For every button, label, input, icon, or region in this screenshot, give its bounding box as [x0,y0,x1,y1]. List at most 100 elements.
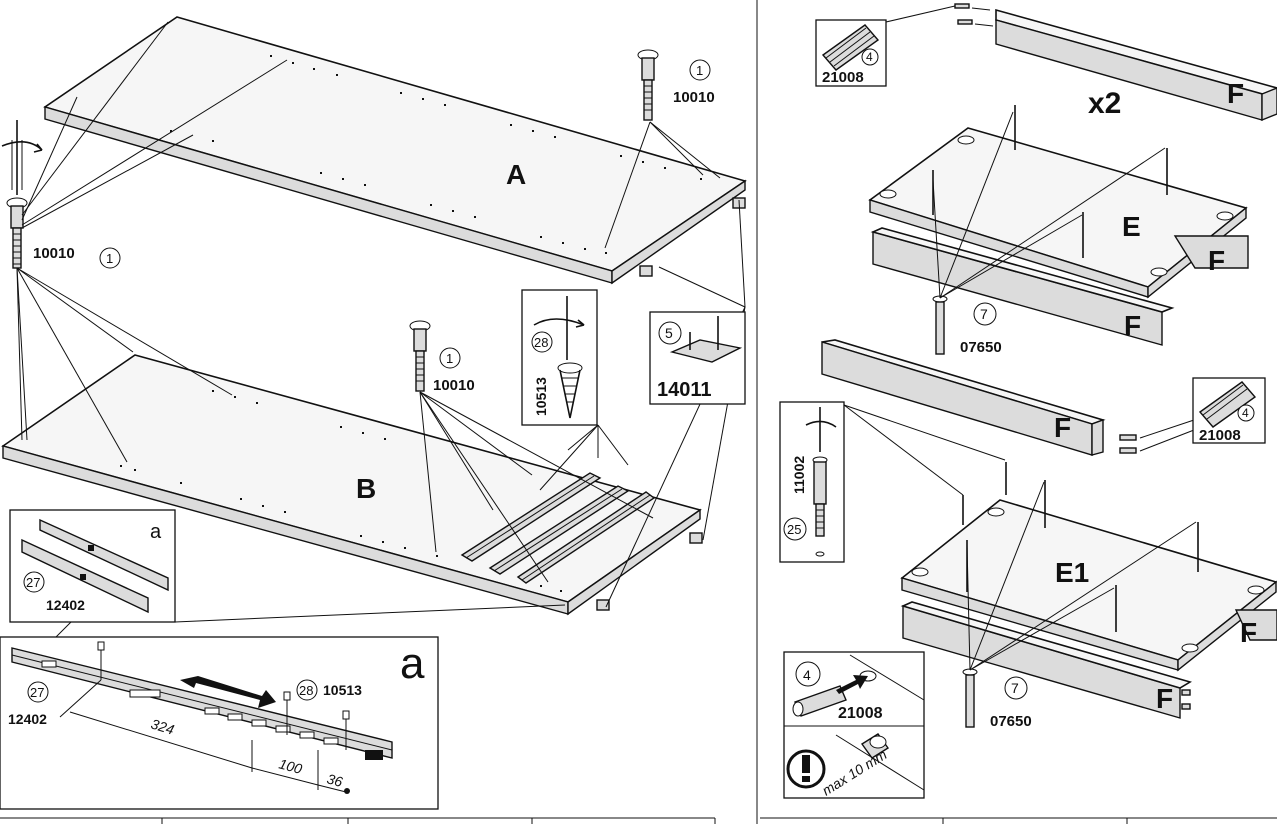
detail-28-code: 10513 [533,377,549,416]
leader-dowel-b [974,23,994,27]
hammer-arrow-icon [836,675,868,694]
bottom-table-strip [0,817,1277,824]
panel-b [1,354,702,616]
dowel-21008-top [821,24,880,71]
rotate-arrow-icon [1,141,43,153]
dowel-cylinder [792,685,847,717]
detail-slide-qty: 27 [26,575,40,590]
slide-pieces [21,518,169,614]
rail-f-e-front [870,227,1175,346]
slide-direction-arrow [180,676,276,708]
panel-a-label: A [506,159,526,190]
pins-e1 [962,462,1199,632]
qty-circle-7-e [973,302,997,326]
rail-f-top [995,8,1277,122]
qty-circle-dowel-detail [795,661,821,687]
slide-detail-qty-slide: 27 [30,685,44,700]
qty-circle-dowel-right [1237,404,1255,422]
qty-circle-27-large [27,681,49,703]
qty-circle-dowel-top [861,48,879,66]
slide-detail-code-slide: 12402 [8,711,47,727]
panel-b-label: B [356,473,376,504]
slide-detail-code-screw: 10513 [323,682,362,698]
pins-e [932,105,1168,258]
screw-qty-e: 7 [980,306,988,322]
panel-a [43,16,747,285]
cam-detail-code: 11002 [791,456,807,494]
dowel-small [957,19,973,25]
detail-14011-qty: 5 [665,325,673,341]
detail-28-qty: 28 [534,335,548,350]
qty-circle-top [689,59,711,81]
board-edge-line-2 [835,734,925,791]
detail-slide-tag: a [150,521,162,543]
dowel-max-depth [860,733,890,759]
cam-detail-qty: 25 [787,522,801,537]
detail-slide-code: 12402 [46,597,85,613]
reference-dot [344,788,350,794]
screw-07650-e [932,295,948,355]
rail-f-e1-back [1234,609,1277,641]
detail-box-10513 [521,289,598,426]
dowel-code-top: 21008 [822,69,864,86]
screw-code-left: 10010 [33,245,75,262]
wood-screw-10513 [557,362,583,419]
rail-label-e1-back: F [1240,617,1257,648]
screw-qty-e1: 7 [1011,680,1019,696]
slide-screws [97,641,350,750]
panel-e-label: E [1122,211,1141,242]
slide-detail-qty-screw: 28 [299,683,313,698]
slide-detail-tag: a [400,639,425,688]
dowel-21008-right [1198,381,1257,428]
rail-label-e-back: F [1208,245,1225,276]
qty-circle-28-large [296,679,318,701]
screw-code-e1: 07650 [990,713,1032,730]
leader-dowel-mid [1139,429,1195,452]
leader-dowel-a [971,7,991,11]
rail-f-e1-front [900,601,1192,719]
slide-rail-large [11,647,393,760]
screw-code-mid: 10010 [433,377,475,394]
qty-circle-28 [531,331,553,353]
qty-circle-25 [783,517,807,541]
screw-qty-mid: 1 [446,351,453,366]
screw-qty-top: 1 [696,63,703,78]
dim-100: 100 [277,755,304,777]
qty-circle-27 [23,571,45,593]
rail-f-e-back [1173,235,1249,269]
leader-slide [59,679,102,718]
rotate-arrow-icon [805,420,837,428]
dowel-detail-code: 21008 [838,705,883,722]
dim-36: 36 [325,770,344,790]
dowel-detail-qty: 4 [803,667,811,683]
rail-label-e1-front: F [1156,683,1173,714]
dowels-middle [1119,434,1137,454]
screw-code-e: 07650 [960,339,1002,356]
qty-circle-mid [439,347,461,369]
qty-circle-7-e1 [1004,676,1028,700]
warning-icon [786,749,826,789]
screw-07650-e1 [962,668,978,728]
screw-10010-mid [409,320,431,392]
dim-324: 324 [149,716,176,738]
screwdriver-icon [11,120,23,195]
dimension-lines [69,711,347,793]
rail-label-top: F [1227,78,1244,109]
screw-qty-left: 1 [106,251,113,266]
drawer-slides [460,472,656,584]
screw-code-top: 10010 [673,89,715,106]
leader-dowel-top [885,5,956,23]
dowel-small [954,3,970,9]
dowel-code-right: 21008 [1199,427,1241,444]
panel-e1-label: E1 [1055,557,1089,588]
screw-10010-top [637,49,659,121]
leader-lines-cam [843,404,1006,496]
dowel-qty-top: 4 [866,50,873,64]
dowel-qty-right: 4 [1242,406,1249,420]
qty-circle-left [99,247,121,269]
cam-bolt-11002 [812,456,828,557]
leader-dowel-mid [1139,419,1195,439]
clip-14011 [669,316,743,363]
qty-circle-5 [658,321,682,345]
